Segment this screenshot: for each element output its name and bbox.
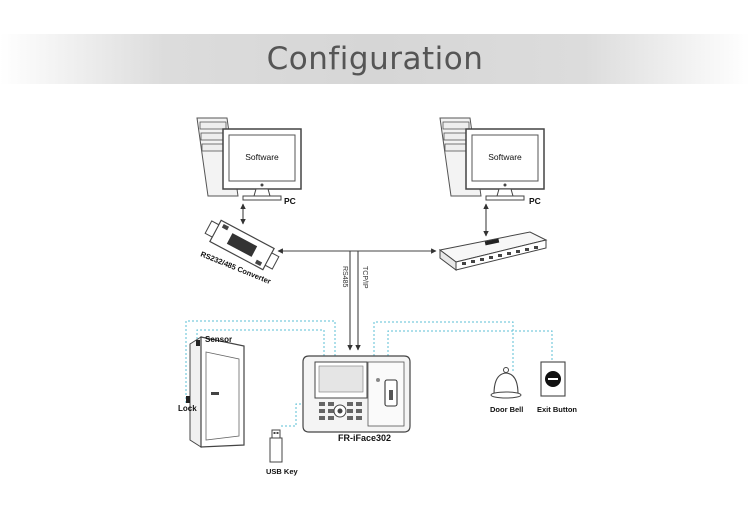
exit-button-wire	[387, 330, 553, 360]
exit-button-label: Exit Button	[537, 405, 577, 414]
pc-left-monitor	[222, 128, 302, 201]
pc-right-monitor	[465, 128, 545, 201]
door	[186, 336, 245, 448]
door-handle-icon	[211, 392, 219, 395]
rs485-label: RS485	[341, 266, 348, 288]
lock-wire	[185, 320, 336, 404]
usb-wire	[281, 403, 317, 427]
bell-wire	[373, 321, 514, 372]
pc-right: Software PC	[439, 117, 545, 206]
switch-ports	[462, 246, 538, 265]
pc-left-label: PC	[284, 196, 296, 206]
pc-left-screen-text: Software	[245, 152, 279, 162]
fr-iface302-device	[302, 355, 411, 433]
rs232-485-converter	[204, 219, 280, 271]
keypad	[319, 402, 362, 420]
sensor-label: Sensor	[205, 335, 232, 344]
usb-key-icon	[269, 429, 283, 463]
lock-icon	[186, 396, 190, 403]
pc-left: Software PC	[196, 117, 302, 206]
sensor-wire	[196, 329, 325, 356]
exit-button-icon	[540, 361, 566, 397]
accessory-wires	[185, 320, 553, 427]
usb-key-label: USB Key	[266, 467, 299, 476]
door-bell-icon	[490, 367, 522, 399]
lock-label: Lock	[178, 404, 197, 413]
door-bell-label: Door Bell	[490, 405, 523, 414]
network-switch	[438, 231, 548, 271]
page-title: Configuration	[266, 41, 484, 77]
sensor-icon	[196, 340, 200, 346]
title-banner	[0, 34, 750, 84]
tcpip-label: TCP/IP	[361, 266, 368, 289]
pc-right-label: PC	[529, 196, 541, 206]
device-label: FR-iFace302	[338, 433, 391, 443]
hardware-connections	[240, 203, 489, 351]
pc-right-screen-text: Software	[488, 152, 522, 162]
